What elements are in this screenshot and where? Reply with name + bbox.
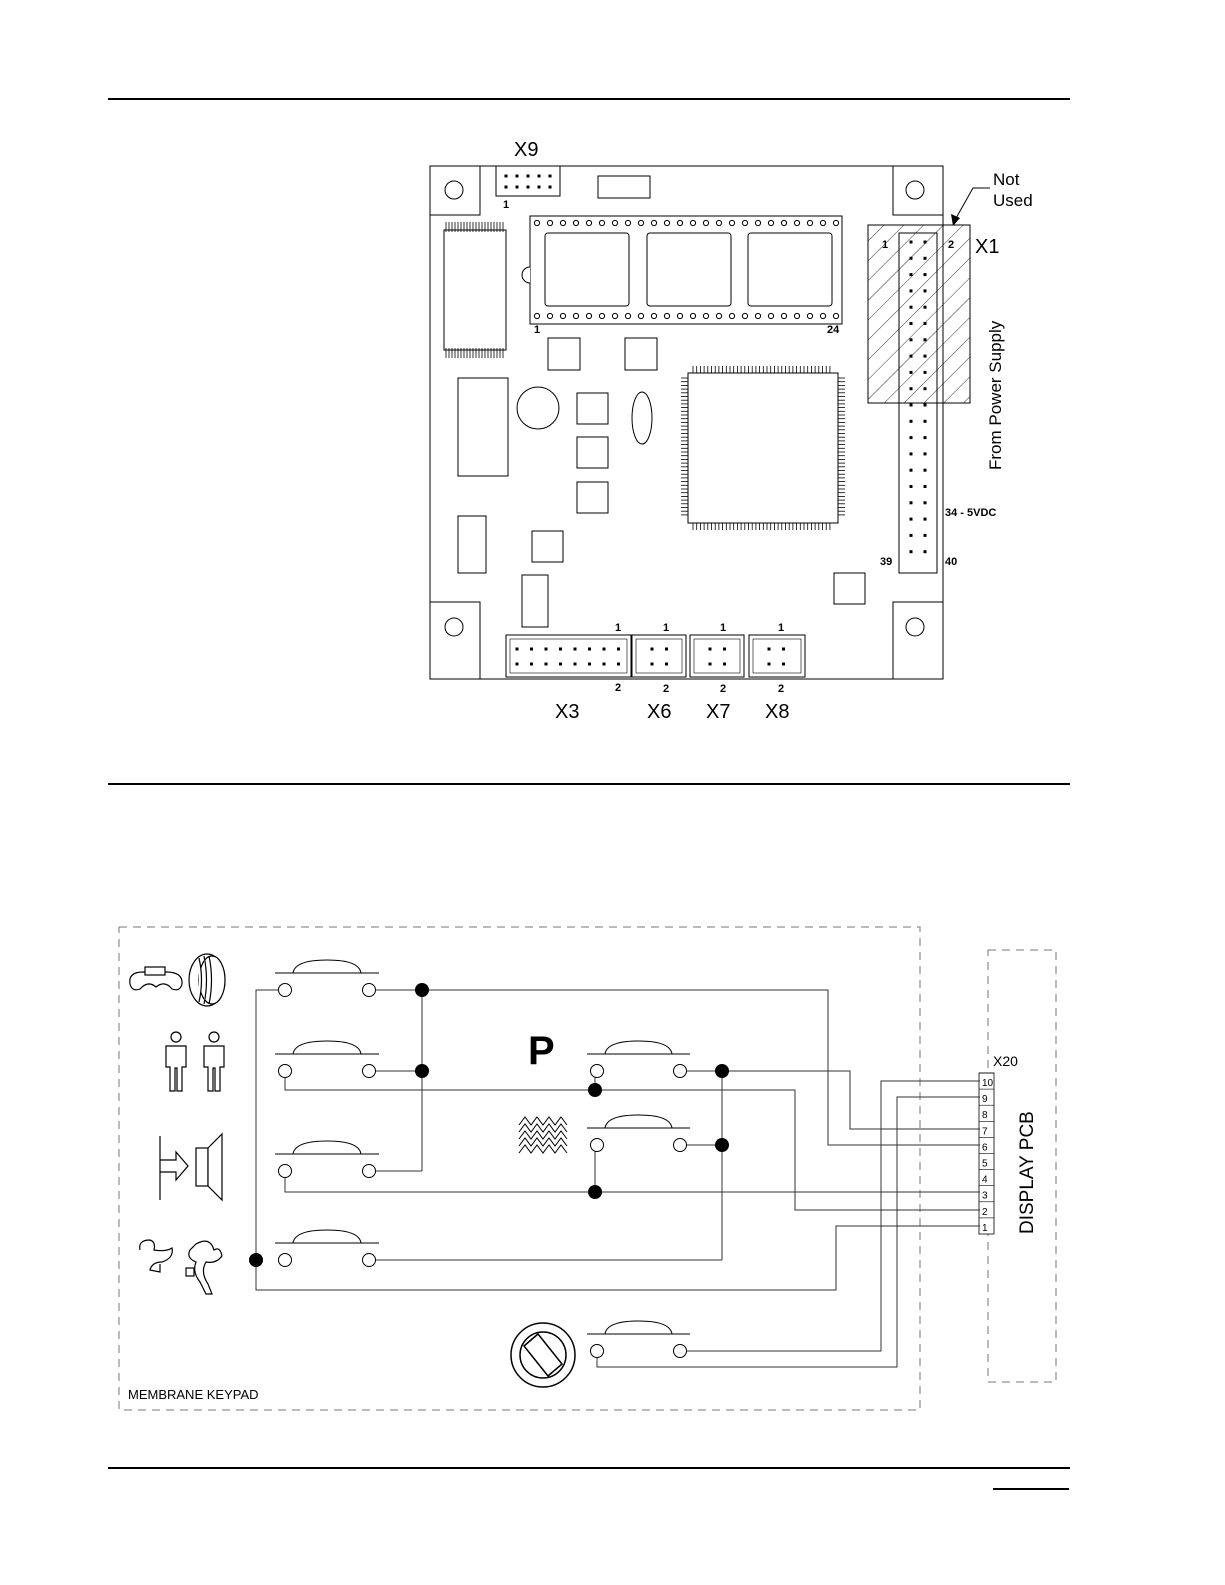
x20-pin-8: 8 <box>982 1110 988 1121</box>
x7-connector <box>690 635 744 677</box>
junction-dots <box>249 983 729 1267</box>
x6-label: X6 <box>647 701 671 723</box>
x20-pin-4: 4 <box>982 1175 988 1186</box>
x20-pin-2: 2 <box>982 1207 988 1218</box>
x20-pin-5: 5 <box>982 1159 988 1170</box>
x6-connector <box>632 635 686 677</box>
x8-label: X8 <box>765 701 789 723</box>
not-used-arrow <box>951 188 990 226</box>
wave-icon <box>519 1117 567 1153</box>
keypad-switch <box>275 1230 379 1267</box>
x7-pin-2: 2 <box>720 683 726 695</box>
x1-pin-2: 2 <box>948 239 954 251</box>
x6-pin-1: 1 <box>663 622 669 634</box>
p-key-label: P <box>528 1029 555 1073</box>
x9-pin-1: 1 <box>503 199 509 211</box>
x8-pin-2: 2 <box>778 683 784 695</box>
bottom-rule <box>108 1467 1070 1469</box>
x1-pin-40: 40 <box>945 556 957 568</box>
x20-connector: 10 9 8 7 6 5 4 3 2 1 <box>979 1073 994 1234</box>
x20-pin-6: 6 <box>982 1142 988 1153</box>
tire-icon <box>189 954 225 1006</box>
x20-pin-3: 3 <box>982 1191 988 1202</box>
keypad-switch <box>587 1041 690 1078</box>
x20-pin-10: 10 <box>982 1078 994 1089</box>
x1-label: X1 <box>975 236 999 258</box>
oscillator <box>598 176 650 198</box>
keypad-switch <box>587 1115 690 1152</box>
display-pcb-boundary <box>988 950 1056 1382</box>
x20-pin-1: 1 <box>982 1223 988 1234</box>
x9-label: X9 <box>514 139 538 161</box>
keypad-switch <box>275 1141 379 1178</box>
keypad-switch <box>275 1041 379 1078</box>
x1-pin-1: 1 <box>882 239 888 251</box>
socket-pin-24: 24 <box>827 324 840 336</box>
board-diagram: X9 1 1 24 <box>0 0 1225 790</box>
memory-socket <box>522 216 842 324</box>
main-processor <box>681 366 845 530</box>
stop-icon <box>511 1323 575 1387</box>
x1-pin-34-label: 34 - 5VDC <box>945 507 996 519</box>
x3-pin-2: 2 <box>615 682 621 694</box>
x20-pin-7: 7 <box>982 1126 988 1137</box>
socket-pin-1: 1 <box>534 324 540 336</box>
not-used-line2: Used <box>993 191 1033 210</box>
x3-connector <box>506 635 631 677</box>
x20-pin-9: 9 <box>982 1094 988 1105</box>
not-used-line1: Not <box>993 170 1020 189</box>
keypad-switch <box>587 1321 690 1358</box>
membrane-keypad-label: MEMBRANE KEYPAD <box>128 1387 259 1402</box>
x1-pin-39: 39 <box>880 556 892 568</box>
wiring <box>256 990 980 1367</box>
x8-connector <box>749 635 805 677</box>
x20-label: X20 <box>993 1053 1018 1069</box>
x9-connector <box>496 166 560 196</box>
flash-chip <box>444 222 506 358</box>
x7-pin-1: 1 <box>720 622 726 634</box>
page-number-rule <box>993 1488 1069 1490</box>
x6-pin-2: 2 <box>663 683 669 695</box>
membrane-keypad-boundary <box>119 927 920 1410</box>
alloy-wheel-icon <box>140 1240 222 1294</box>
x3-pin-1: 1 <box>615 622 621 634</box>
x8-pin-1: 1 <box>778 622 784 634</box>
display-pcb-label: DISPLAY PCB <box>1017 1111 1038 1234</box>
speaker-icon <box>160 1134 222 1200</box>
keypad-switches <box>275 960 690 1358</box>
power-supply-label: From Power Supply <box>986 320 1005 470</box>
clip-weight-icon <box>130 967 182 990</box>
keypad-switch <box>275 960 379 997</box>
person-icon <box>166 1032 224 1091</box>
x7-label: X7 <box>706 701 730 723</box>
x3-label: X3 <box>555 701 579 723</box>
